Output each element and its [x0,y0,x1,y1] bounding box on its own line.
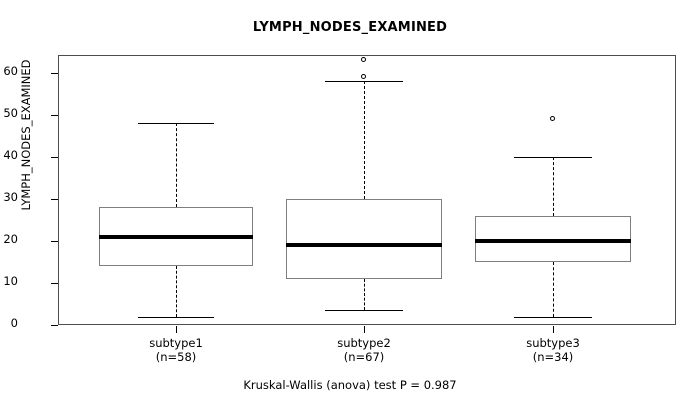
outlier-point-subtype2 [361,74,366,80]
x-tick-label-subtype3: subtype3(n=34) [473,336,633,365]
category-name: subtype2 [337,336,391,350]
y-tick-label: 0 [10,316,18,330]
whisker-lower-subtype2 [364,278,365,311]
y-tick-mark [51,283,58,284]
x-tick-mark [553,326,554,333]
x-tick-mark [364,326,365,333]
whisker-cap-upper-subtype3 [514,157,592,158]
whisker-upper-subtype3 [553,157,554,216]
x-tick-label-subtype2: subtype2(n=67) [284,336,444,365]
box-subtype3 [475,215,631,262]
box-subtype2 [286,199,442,279]
y-tick-mark [51,115,58,116]
whisker-lower-subtype1 [176,266,177,317]
whisker-upper-subtype2 [364,81,365,199]
whisker-cap-lower-subtype2 [325,310,403,312]
median-line-subtype2 [286,243,442,248]
y-tick-label: 50 [3,106,18,120]
y-tick-label: 30 [3,190,18,204]
median-line-subtype1 [99,234,253,239]
y-tick-label: 20 [3,232,18,246]
y-axis-label: LYMPH_NODES_EXAMINED [19,59,33,211]
whisker-upper-subtype1 [176,123,177,208]
median-line-subtype3 [475,239,631,243]
y-tick-label: 60 [3,64,18,78]
y-tick-mark [51,157,58,158]
whisker-cap-upper-subtype2 [325,81,403,83]
category-count: (n=67) [343,350,385,365]
y-tick-label: 10 [3,274,18,288]
x-tick-mark [176,326,177,333]
whisker-cap-lower-subtype3 [514,316,592,318]
y-tick-label: 40 [3,148,18,162]
plot-area [58,55,676,325]
y-tick-mark [51,199,58,200]
y-tick-mark [51,241,58,242]
category-count: (n=34) [532,350,574,365]
whisker-cap-upper-subtype1 [138,123,214,125]
y-tick-mark [51,73,58,74]
category-name: subtype1 [149,336,203,350]
whisker-cap-lower-subtype1 [138,316,214,318]
category-count: (n=58) [155,350,197,365]
y-tick-mark [51,325,58,326]
category-name: subtype3 [526,336,580,350]
outlier-point-subtype2 [361,57,366,63]
x-tick-label-subtype1: subtype1(n=58) [96,336,256,365]
chart-title: LYMPH_NODES_EXAMINED [252,20,448,35]
outlier-point-subtype3 [550,116,555,122]
whisker-lower-subtype3 [553,262,554,317]
chart-caption: Kruskal-Wallis (anova) test P = 0.987 [243,378,457,392]
